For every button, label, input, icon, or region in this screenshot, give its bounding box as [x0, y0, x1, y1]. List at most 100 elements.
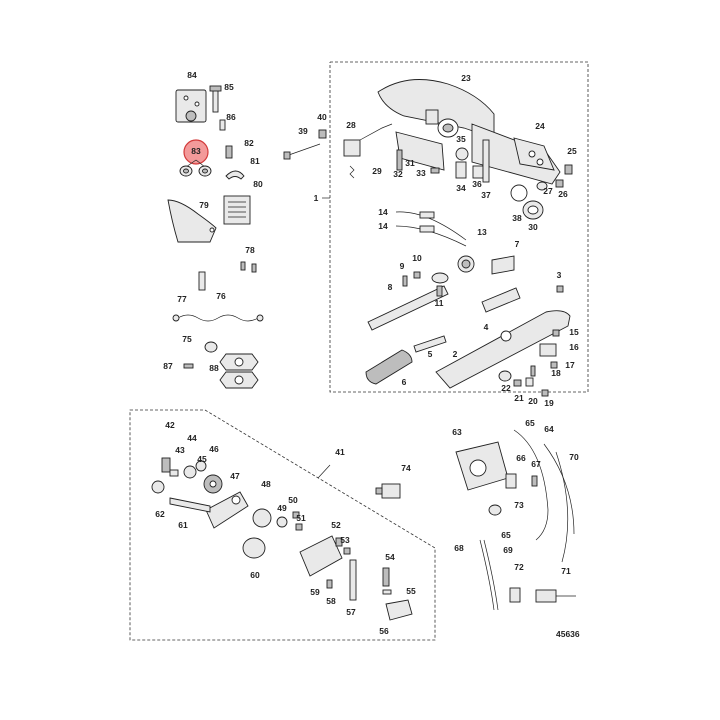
callout-16[interactable]: 16	[569, 342, 579, 352]
callout-44[interactable]: 44	[187, 433, 197, 443]
callout-39[interactable]: 39	[298, 126, 308, 136]
callout-81[interactable]: 81	[250, 156, 260, 166]
callout-84[interactable]: 84	[187, 70, 197, 80]
callout-46[interactable]: 46	[209, 444, 219, 454]
part-11-screw	[436, 285, 443, 297]
callout-65[interactable]: 65	[501, 530, 511, 540]
callout-17[interactable]: 17	[565, 360, 575, 370]
callout-20[interactable]: 20	[528, 396, 538, 406]
callout-80[interactable]: 80	[253, 179, 263, 189]
callout-54[interactable]: 54	[385, 552, 395, 562]
callout-53[interactable]: 53	[340, 535, 350, 545]
callout-45[interactable]: 45	[197, 454, 207, 464]
callout-13[interactable]: 13	[477, 227, 487, 237]
callout-88[interactable]: 88	[209, 363, 219, 373]
callout-58[interactable]: 58	[326, 596, 336, 606]
part-16-plate	[539, 343, 557, 357]
callout-77[interactable]: 77	[177, 294, 187, 304]
callout-5[interactable]: 5	[428, 349, 433, 359]
callout-28[interactable]: 28	[346, 120, 356, 130]
callout-10[interactable]: 10	[412, 253, 422, 263]
callout-86[interactable]: 86	[226, 112, 236, 122]
callout-68[interactable]: 68	[454, 543, 464, 553]
callout-67[interactable]: 67	[531, 459, 541, 469]
callout-74[interactable]: 74	[401, 463, 411, 473]
callout-18[interactable]: 18	[551, 368, 561, 378]
part-84-bracket	[175, 89, 207, 123]
callout-85[interactable]: 85	[224, 82, 234, 92]
callout-48[interactable]: 48	[261, 479, 271, 489]
callout-52[interactable]: 52	[331, 520, 341, 530]
callout-73[interactable]: 73	[514, 500, 524, 510]
part-35-link	[455, 147, 469, 161]
callout-40[interactable]: 40	[317, 112, 327, 122]
callout-69[interactable]: 69	[503, 545, 513, 555]
callout-64[interactable]: 64	[544, 424, 554, 434]
callout-42[interactable]: 42	[165, 420, 175, 430]
callout-34[interactable]: 34	[456, 183, 466, 193]
callout-3[interactable]: 3	[557, 270, 562, 280]
part-21-nut	[513, 379, 522, 387]
callout-31[interactable]: 31	[405, 158, 415, 168]
callout-23[interactable]: 23	[461, 73, 471, 83]
callout-24[interactable]: 24	[535, 121, 545, 131]
callout-33[interactable]: 33	[416, 168, 426, 178]
callout-15[interactable]: 15	[569, 327, 579, 337]
callout-27[interactable]: 27	[543, 186, 553, 196]
callout-82[interactable]: 82	[244, 138, 254, 148]
callout-79[interactable]: 79	[199, 200, 209, 210]
callout-66[interactable]: 66	[516, 453, 526, 463]
callout-4[interactable]: 4	[484, 322, 489, 332]
lower-assembly-box	[129, 409, 436, 641]
callout-43[interactable]: 43	[175, 445, 185, 455]
callout-62[interactable]: 62	[155, 509, 165, 519]
callout-37[interactable]: 37	[481, 190, 491, 200]
callout-19[interactable]: 19	[544, 398, 554, 408]
part-42-43-bolt	[161, 457, 179, 477]
callout-2[interactable]: 2	[453, 349, 458, 359]
callout-8[interactable]: 8	[388, 282, 393, 292]
callout-61[interactable]: 61	[178, 520, 188, 530]
callout-30[interactable]: 30	[528, 222, 538, 232]
callout-11[interactable]: 11	[435, 298, 444, 308]
callout-56[interactable]: 56	[379, 626, 389, 636]
callout-29[interactable]: 29	[372, 166, 382, 176]
part-62-ring	[151, 480, 165, 494]
callout-63[interactable]: 63	[452, 427, 462, 437]
callout-55[interactable]: 55	[406, 586, 416, 596]
callout-59[interactable]: 59	[310, 587, 320, 597]
callout-6[interactable]: 6	[402, 377, 407, 387]
callout-14[interactable]: 14	[378, 207, 388, 217]
callout-72[interactable]: 72	[514, 562, 524, 572]
callout-35[interactable]: 35	[456, 134, 466, 144]
callout-32[interactable]: 32	[393, 169, 403, 179]
callout-71[interactable]: 71	[561, 566, 571, 576]
callout-41[interactable]: 41	[335, 447, 345, 457]
callout-1[interactable]: 1	[314, 193, 319, 203]
callout-38[interactable]: 38	[512, 213, 522, 223]
callout-7[interactable]: 7	[515, 239, 520, 249]
callout-57[interactable]: 57	[346, 607, 356, 617]
callout-87[interactable]: 87	[163, 361, 173, 371]
callout-83[interactable]: 83	[191, 146, 201, 156]
callout-9[interactable]: 9	[400, 261, 405, 271]
callout-26[interactable]: 26	[558, 189, 568, 199]
part-24-clamp	[513, 137, 555, 171]
callout-49[interactable]: 49	[277, 503, 287, 513]
callout-21[interactable]: 21	[514, 393, 524, 403]
callout-22[interactable]: 22	[501, 383, 511, 393]
callout-36[interactable]: 36	[472, 179, 482, 189]
callout-70[interactable]: 70	[569, 452, 579, 462]
part-81-clip	[225, 170, 245, 180]
callout-60[interactable]: 60	[250, 570, 260, 580]
callout-14[interactable]: 14	[378, 221, 388, 231]
callout-75[interactable]: 75	[182, 334, 192, 344]
callout-47[interactable]: 47	[230, 471, 240, 481]
callout-76[interactable]: 76	[216, 291, 226, 301]
callout-65[interactable]: 65	[525, 418, 535, 428]
callout-25[interactable]: 25	[567, 146, 577, 156]
callout-51[interactable]: 51	[296, 513, 306, 523]
callout-50[interactable]: 50	[288, 495, 298, 505]
callout-78[interactable]: 78	[245, 245, 255, 255]
part-85-bolt	[209, 85, 222, 113]
